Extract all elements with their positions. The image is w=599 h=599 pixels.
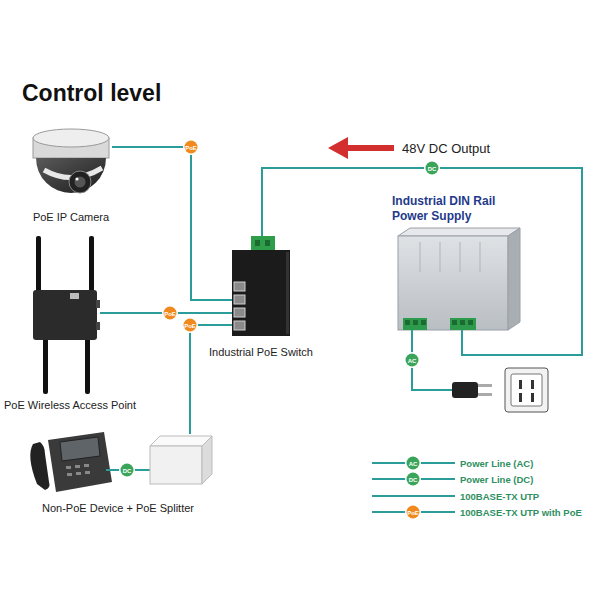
device-node: PoE Wireless Access Point xyxy=(15,235,100,395)
access-point-drawing xyxy=(33,236,100,394)
cable-badge: DC xyxy=(407,473,420,486)
cable-badge: DC xyxy=(121,464,134,477)
device-label: PoE IP Camera xyxy=(33,211,109,224)
device-label: Industrial PoE Switch xyxy=(209,346,313,359)
splitter-drawing xyxy=(150,436,212,484)
diagram-title: Control level xyxy=(22,80,161,107)
legend-text: Power Line (AC) xyxy=(460,458,533,469)
cable-badge: DC xyxy=(426,162,439,175)
cable-badge: PoE xyxy=(407,506,420,519)
cable-badge: PoE xyxy=(185,141,198,154)
network-cable xyxy=(190,325,232,434)
switch-drawing xyxy=(232,236,290,336)
device-label: Non-PoE Device + PoE Splitter xyxy=(42,502,194,515)
cable-badge: AC xyxy=(407,457,420,470)
device-label: Industrial DIN Rail Power Supply xyxy=(392,194,527,224)
outlet-drawing xyxy=(505,368,548,412)
cable-badge: PoE xyxy=(184,319,197,332)
device-node: Non-PoE Device + PoE Splitter xyxy=(28,434,212,490)
camera-drawing xyxy=(33,129,109,193)
legend-text: 100BASE-TX UTP xyxy=(460,491,539,502)
output-arrow xyxy=(328,137,394,159)
device-node: Industrial DIN Rail Power Supply xyxy=(398,230,520,330)
phone-drawing xyxy=(30,432,112,492)
device-node: Industrial PoE Switch xyxy=(232,236,290,336)
output-note: 48V DC Output xyxy=(402,141,490,156)
device-label: PoE Wireless Access Point xyxy=(4,399,136,412)
network-cable xyxy=(262,168,582,355)
legend-text: 100BASE-TX UTP with PoE xyxy=(460,507,582,518)
power-supply-drawing xyxy=(398,228,520,330)
plug-drawing xyxy=(452,382,492,398)
cable-badge: AC xyxy=(406,354,419,367)
network-cable xyxy=(112,147,232,300)
device-node: PoE IP Camera xyxy=(30,128,112,205)
legend-text: Power Line (DC) xyxy=(460,474,533,485)
cable-badge: PoE xyxy=(164,307,177,320)
